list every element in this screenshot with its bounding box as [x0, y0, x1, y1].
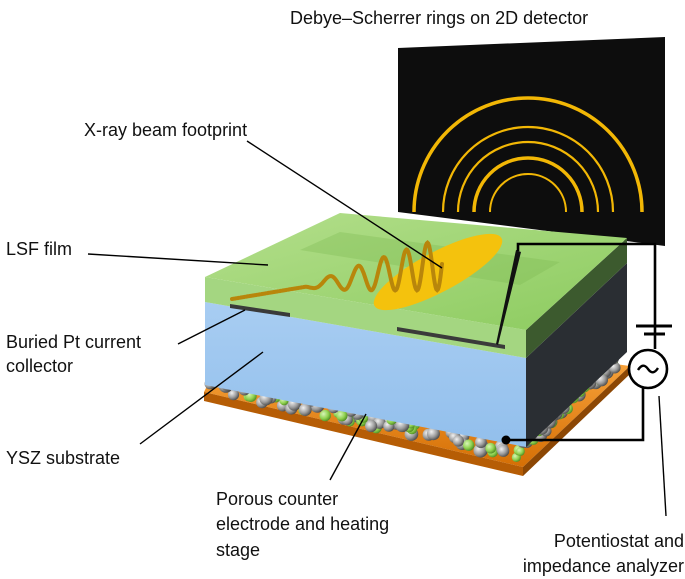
wire-bottom	[506, 387, 645, 442]
label-potentiostat-line2: impedance analyzer	[523, 556, 684, 576]
pt-collector-left	[230, 304, 290, 317]
porous-particle-grey	[298, 403, 312, 417]
debye-scherrer-rings	[412, 96, 644, 213]
label-pt-line1: Buried Pt current	[6, 332, 141, 352]
porous-particle-green	[463, 439, 475, 451]
leader-ysz	[139, 351, 264, 445]
label-porous-line2: electrode and heating	[216, 514, 389, 534]
beam-footprint	[373, 233, 503, 311]
porous-particle-grey	[227, 388, 240, 401]
leader-potentiostat	[658, 395, 667, 517]
xray-beam-wave	[230, 239, 444, 301]
leader-porous	[329, 413, 367, 481]
ring-2	[441, 125, 615, 213]
label-potentiostat-line1: Potentiostat and	[554, 531, 684, 551]
labels: Debye–Scherrer rings on 2D detector X-ra…	[6, 8, 684, 576]
contact-needle	[496, 250, 521, 345]
leader-lines	[87, 140, 667, 517]
substrate-side-face	[526, 263, 627, 447]
leader-beam	[246, 140, 443, 269]
heating-stage-side	[523, 366, 630, 476]
detector	[398, 37, 665, 246]
label-detector: Debye–Scherrer rings on 2D detector	[290, 8, 588, 28]
ring-4	[472, 156, 584, 213]
label-lsf: LSF film	[6, 239, 72, 259]
ysz-substrate-front	[205, 302, 526, 447]
leader-pt	[177, 309, 246, 345]
lsf-film-side	[526, 238, 627, 358]
ring-3	[456, 140, 600, 213]
pt-collector-right	[397, 327, 505, 349]
wire-junction	[501, 435, 511, 445]
ring-5	[489, 173, 567, 213]
label-beam: X-ray beam footprint	[84, 120, 247, 140]
porous-particle-green	[516, 447, 525, 456]
leader-lsf	[87, 253, 269, 266]
porous-particle-grey	[426, 427, 440, 441]
porous-particle-grey	[475, 436, 487, 449]
label-porous-line3: stage	[216, 540, 260, 560]
ring-1	[412, 96, 644, 213]
circuit	[501, 242, 672, 445]
label-pt-line2: collector	[6, 356, 73, 376]
ac-source-icon	[627, 348, 669, 390]
label-porous-line1: Porous counter	[216, 489, 338, 509]
porous-particle-green	[336, 410, 348, 422]
porous-particle-grey	[452, 435, 464, 447]
label-ysz: YSZ substrate	[6, 448, 120, 468]
porous-particle-grey	[365, 420, 378, 433]
porous-particle-green	[485, 442, 497, 454]
heating-stage-front	[204, 392, 523, 476]
wire-top	[516, 242, 657, 334]
porous-particle-green	[319, 409, 331, 422]
porous-particle-grey	[497, 444, 510, 457]
sample-block	[205, 213, 627, 447]
